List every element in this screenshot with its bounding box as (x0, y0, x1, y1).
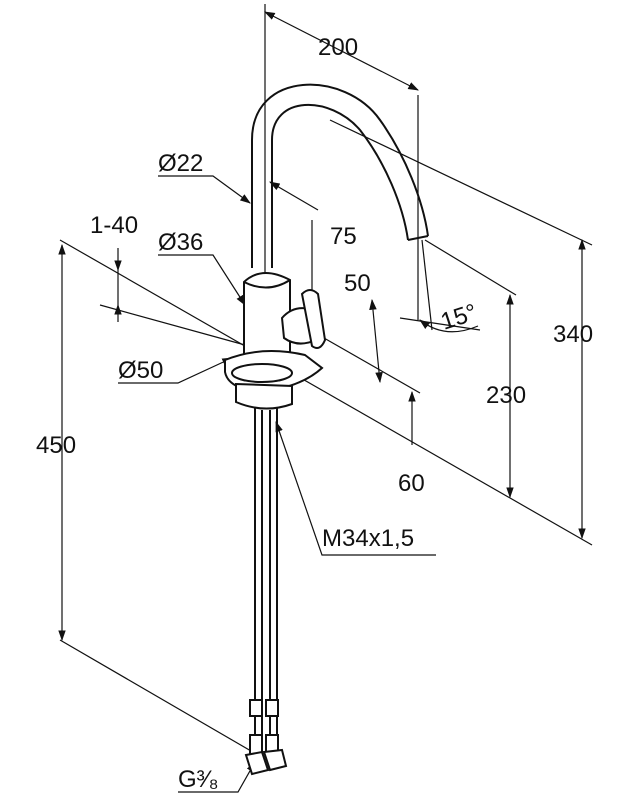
faucet-illustration (224, 83, 429, 776)
label-overall-height: 340 (553, 321, 593, 348)
dimension-lines (58, 11, 586, 642)
label-outlet-height: 230 (486, 382, 526, 409)
label-base-height: 60 (398, 470, 425, 497)
label-spout-angle: 15° (438, 299, 481, 336)
label-lever-height: 50 (344, 270, 371, 297)
dimension-labels: 200 Ø22 Ø36 Ø50 1-40 75 50 15° 60 230 34… (36, 34, 593, 793)
label-thread: M34x1,5 (322, 525, 414, 552)
label-base-diameter: Ø50 (118, 357, 163, 384)
label-body-diameter: Ø36 (158, 229, 203, 256)
label-connection: G³⁄₈ (178, 766, 219, 793)
label-spout-reach: 200 (318, 34, 358, 61)
label-deck-thickness: 1-40 (90, 212, 138, 239)
label-total-length: 450 (36, 432, 76, 459)
label-lever-offset: 75 (330, 223, 357, 250)
leader-lines (118, 175, 436, 793)
extension-lines (59, 4, 593, 756)
label-spout-diameter: Ø22 (158, 150, 203, 177)
